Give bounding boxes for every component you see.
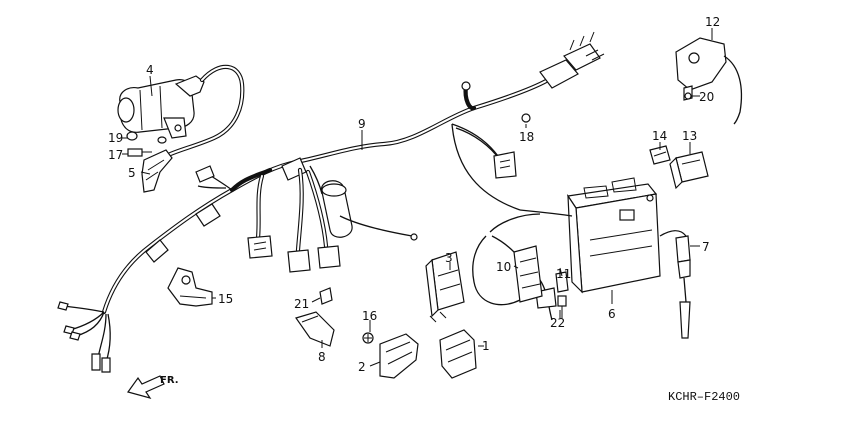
clip-21 (319, 287, 333, 305)
washer-19 (126, 131, 138, 141)
callout-8: 8 (318, 350, 326, 364)
callout-11: 11 (556, 267, 571, 281)
part-7 (675, 235, 691, 339)
fuse-holder (491, 235, 543, 303)
bracket-2 (379, 333, 419, 379)
callout-3: 3 (445, 251, 453, 265)
callout-9: 9 (358, 117, 366, 131)
callout-6: 6 (608, 307, 616, 321)
wire-harness (57, 77, 551, 373)
band-8 (295, 311, 335, 347)
regulator-3 (425, 251, 465, 323)
front-direction-arrow: FR. (127, 375, 179, 400)
washer-19b (157, 136, 167, 144)
rubber-cover-1 (439, 329, 477, 379)
callout-20: 20 (699, 90, 714, 104)
callout-5: 5 (128, 166, 136, 180)
bolt-16 (362, 332, 374, 344)
bracket-12 (675, 37, 743, 125)
callout-17: 17 (108, 148, 123, 162)
leader-lines (122, 28, 713, 367)
callout-21: 21 (294, 297, 309, 311)
callout-10: 10 (496, 260, 511, 274)
callout-7: 7 (702, 240, 710, 254)
main-connector (539, 31, 605, 89)
callout-4: 4 (146, 63, 154, 77)
callout-1: 1 (482, 339, 490, 353)
callout-13: 13 (682, 129, 697, 143)
upper-connector (451, 123, 521, 211)
callout-12: 12 (705, 15, 720, 29)
callout-18: 18 (519, 130, 534, 144)
nut-18 (521, 113, 531, 123)
battery (566, 177, 661, 294)
callout-19: 19 (108, 131, 123, 145)
callout-2: 2 (358, 360, 366, 374)
callout-14: 14 (652, 129, 667, 143)
harness-branches (195, 165, 418, 273)
relay-13 (669, 151, 709, 190)
ignition-coil (117, 64, 245, 193)
direction-label: FR. (160, 375, 179, 386)
fuse-11 (555, 271, 569, 293)
relay-14 (649, 145, 671, 165)
bolt-17 (127, 148, 152, 157)
callout-15: 15 (218, 292, 233, 306)
screw-22 (557, 295, 567, 318)
screw-20 (684, 92, 692, 100)
callout-22: 22 (550, 316, 565, 330)
diagram-code: KCHR‒F2400 (668, 390, 740, 404)
clamp-15 (167, 267, 213, 307)
callout-16: 16 (362, 309, 377, 323)
